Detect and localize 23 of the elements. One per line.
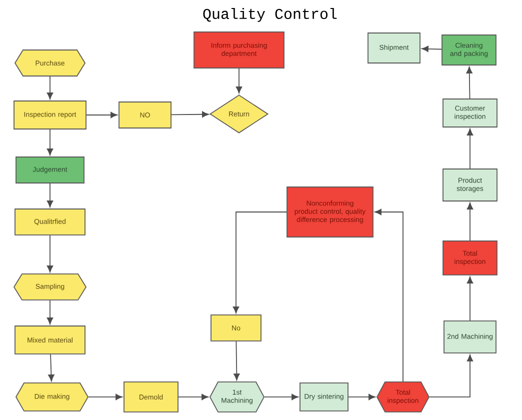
- arrow: [46, 235, 54, 272]
- arrow: [466, 128, 474, 169]
- arrow: [46, 129, 54, 156]
- arrow: [232, 212, 287, 314]
- arrow: [46, 300, 54, 324]
- arrow: [234, 340, 240, 380]
- arrow: [264, 394, 298, 400]
- arrow: [466, 276, 474, 321]
- arrow: [46, 183, 54, 208]
- arrow: [429, 354, 474, 398]
- arrow: [236, 68, 242, 94]
- arrow: [348, 394, 376, 400]
- arrow: [178, 394, 208, 400]
- arrow: [46, 76, 54, 100]
- arrow: [466, 202, 474, 241]
- arrow: [86, 112, 118, 118]
- arrow: [171, 111, 209, 118]
- arrow: [466, 66, 472, 99]
- title: Quality Control: [203, 8, 337, 22]
- arrow: [374, 208, 404, 382]
- arrow: [88, 394, 122, 400]
- arrow: [422, 46, 442, 52]
- arrow: [48, 354, 54, 382]
